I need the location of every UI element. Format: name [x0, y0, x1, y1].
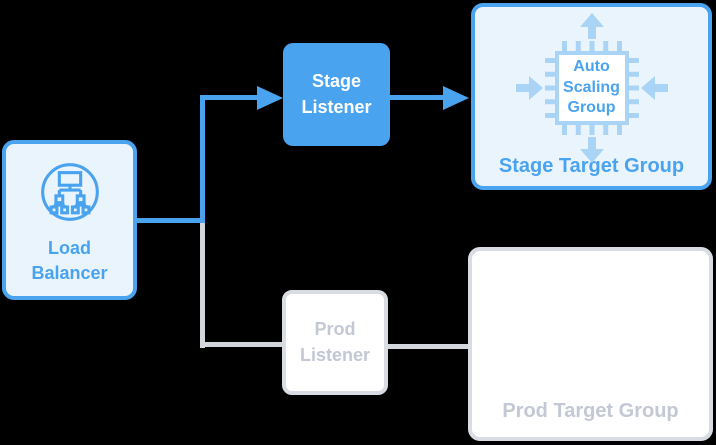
prod-target-group-label: Prod Target Group	[502, 400, 679, 422]
node-stage-target-group: Auto Scaling Group Stage Target Group	[471, 3, 712, 190]
node-prod-target-group: Prod Target Group	[468, 247, 713, 441]
arrowhead-stage-listener-icon	[257, 86, 283, 110]
arrowhead-stage-tg-icon	[443, 86, 469, 110]
stage-target-group-label: Stage Target Group	[498, 155, 685, 177]
edge-lb-to-junction	[135, 218, 205, 223]
stage-listener-label: Stage Listener	[301, 71, 372, 117]
load-balancer-icon	[40, 163, 99, 222]
node-stage-listener: Stage Listener	[283, 43, 390, 146]
node-prod-listener: Prod Listener	[282, 290, 388, 395]
node-load-balancer: Load Balancer	[2, 140, 137, 300]
edge-to-prod-listener	[200, 342, 282, 347]
auto-scaling-group-icon: Auto Scaling Group	[512, 13, 672, 163]
asg-chip-graphic	[515, 13, 668, 163]
load-balancer-label: Load Balancer	[31, 238, 108, 283]
edge-junction-up	[200, 95, 205, 223]
edge-to-stage-listener	[200, 95, 258, 100]
prod-listener-label: Prod Listener	[299, 319, 371, 365]
edge-stage-listener-to-stage-tg	[390, 95, 444, 100]
edge-junction-down	[200, 223, 205, 348]
edge-prod-listener-to-prod-tg	[388, 344, 468, 349]
asg-chip-label: Auto Scaling Group	[563, 57, 620, 117]
